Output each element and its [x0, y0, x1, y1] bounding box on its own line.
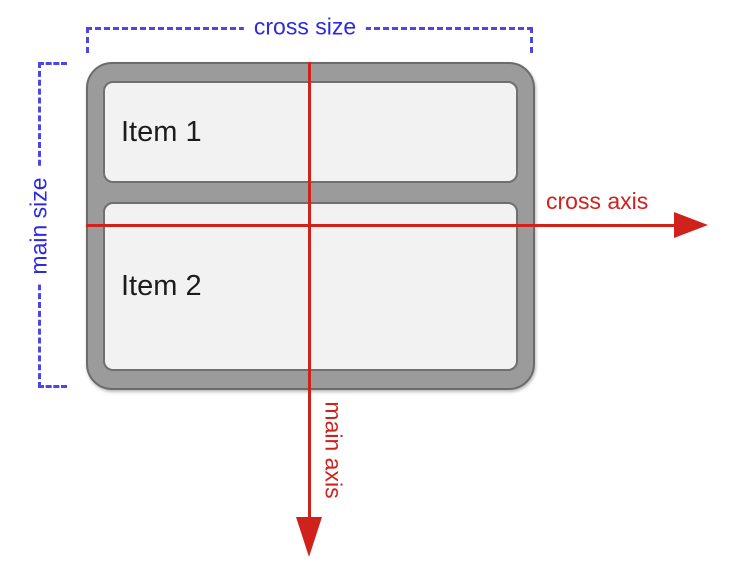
cross-axis-label: cross axis: [546, 188, 649, 214]
main-size-label: main size: [25, 167, 53, 285]
flex-item-1: Item 1: [103, 81, 518, 183]
flex-item-2-label: Item 2: [121, 270, 202, 302]
flex-item-1-label: Item 1: [121, 115, 202, 148]
cross-axis-line: [86, 224, 676, 227]
main-size-bracket-tick-top: [38, 62, 67, 65]
main-axis-label: main axis: [320, 401, 347, 499]
cross-axis-arrowhead-icon: [674, 212, 708, 238]
main-size-bracket-tick-bottom: [38, 385, 67, 388]
cross-size-label: cross size: [243, 13, 367, 41]
cross-size-bracket-tick-right: [530, 27, 533, 53]
flex-item-2: Item 2: [103, 202, 518, 371]
main-axis-arrowhead-icon: [296, 517, 322, 557]
main-axis-line: [308, 62, 311, 518]
cross-size-bracket-tick-left: [86, 27, 89, 53]
